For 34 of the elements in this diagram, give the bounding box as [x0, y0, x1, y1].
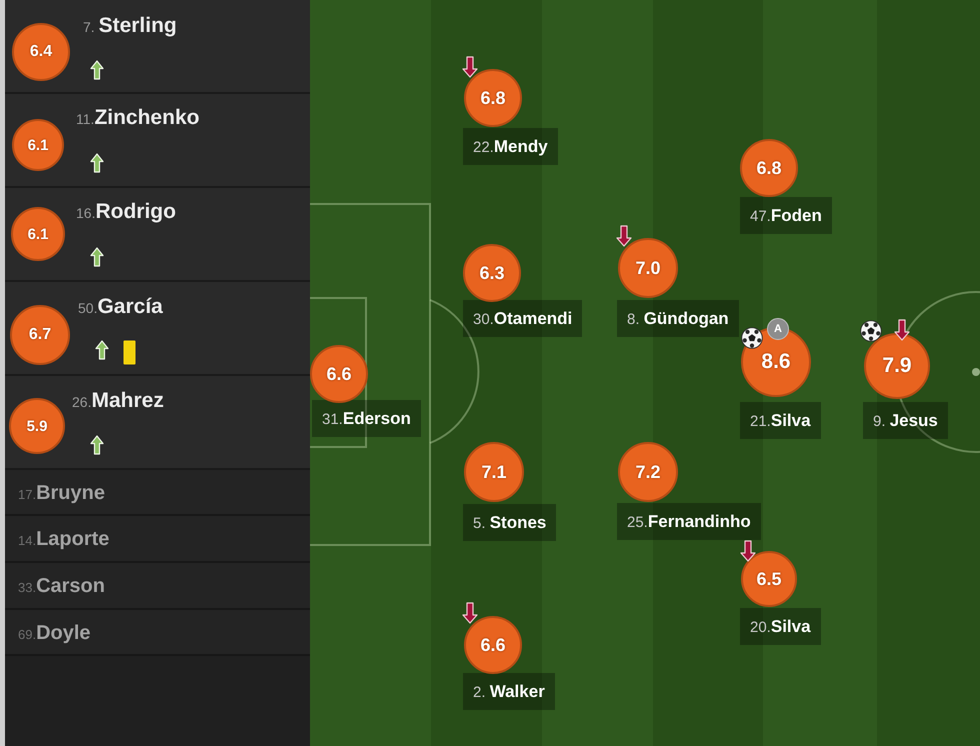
player-name: 50.García: [78, 295, 163, 320]
player-name: 14.Laporte: [18, 527, 110, 552]
player-name-label: 9. Jesus: [863, 402, 948, 439]
player-name-label: 21.Silva: [740, 402, 821, 439]
player-name-label: 30.Otamendi: [463, 300, 582, 337]
substitute-row: [5, 188, 310, 282]
bench-player-row: [5, 516, 310, 563]
rating-badge: 6.7: [10, 305, 70, 365]
player-name-label: 5. Stones: [463, 504, 556, 541]
rating-badge: 5.9: [9, 398, 65, 454]
bench-player-row: [5, 563, 310, 610]
substitute-row: [5, 282, 310, 376]
player-name-label: 8. Gündogan: [617, 300, 739, 337]
bench-player-row: [5, 610, 310, 656]
player-name-label: 25.Fernandinho: [617, 503, 761, 540]
rating-badge: 6.4: [12, 23, 70, 81]
player-name: 11.Zinchenko: [76, 106, 200, 131]
rating-badge: 6.1: [12, 119, 64, 171]
player-name: 33.Carson: [18, 574, 105, 599]
player-name: 7. Sterling: [83, 14, 177, 39]
substitute-row: [5, 0, 310, 94]
substitute-row: [5, 94, 310, 188]
rating-badge: 6.1: [11, 207, 65, 261]
player-name-label: 22.Mendy: [463, 128, 558, 165]
player-name-label: 20.Silva: [740, 608, 821, 645]
substitute-row: [5, 376, 310, 470]
bench-player-row: [5, 470, 310, 516]
player-name-label: 31.Ederson: [312, 400, 421, 437]
player-name: 16.Rodrigo: [76, 200, 176, 225]
player-name: 69.Doyle: [18, 621, 91, 646]
player-name-label: 47.Foden: [740, 197, 832, 234]
player-name: 17.Bruyne: [18, 481, 105, 506]
player-name-label: 2. Walker: [463, 673, 555, 710]
player-name: 26.Mahrez: [72, 389, 164, 414]
